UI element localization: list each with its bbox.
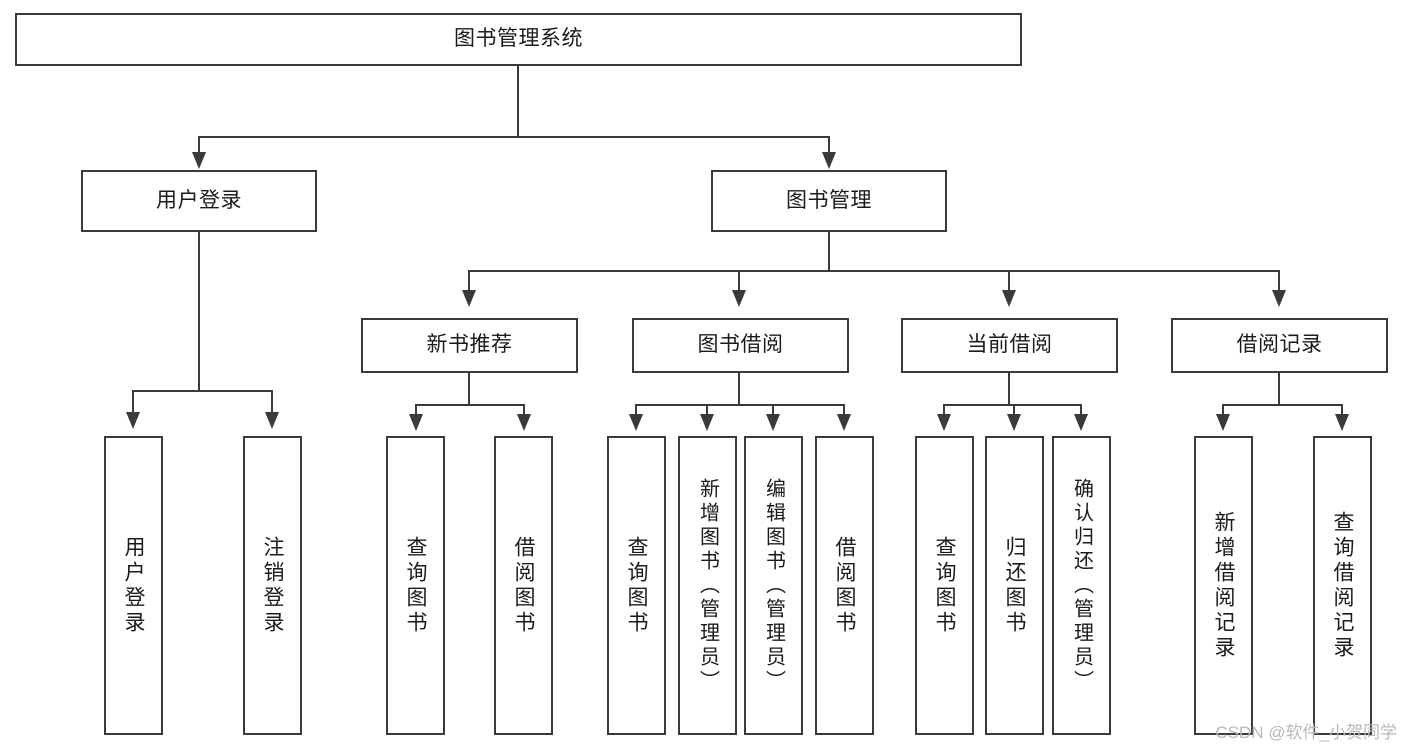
connector-borrow-record-bus: [1222, 404, 1342, 406]
arrowhead-bb-to-leaf-3: [766, 414, 780, 431]
node-label: 新书推荐: [426, 333, 513, 357]
node-label: 当前借阅: [966, 333, 1053, 357]
connector-user-login-to-leaf-2: [271, 390, 273, 414]
node-label: 图书借阅: [697, 333, 784, 357]
node-label: 借阅图书: [512, 535, 535, 636]
node-label: 借阅图书: [833, 535, 856, 636]
connector-new-book-to-leaf-1: [415, 404, 417, 416]
connector-cb-to-leaf-2: [1013, 404, 1015, 416]
connector-bm-to-current-borrow: [1008, 270, 1010, 292]
connector-bm-to-borrow-record: [1278, 270, 1280, 292]
connector-root-to-book-management: [828, 136, 830, 154]
arrowhead-cb-to-leaf-3: [1074, 414, 1088, 431]
node-label: 归还图书: [1003, 535, 1026, 636]
connector-bb-to-leaf-2: [706, 404, 708, 416]
leaf-borrow-book[interactable]: 借阅图书: [815, 436, 874, 735]
connector-book-borrow-bus: [635, 404, 844, 406]
node-label: 新增图书（管理员）: [696, 477, 719, 694]
arrowhead-cb-to-leaf-2: [1007, 414, 1021, 431]
node-book-management[interactable]: 图书管理: [711, 170, 947, 232]
connector-book-management-bus: [468, 270, 1280, 272]
node-label: 查询借阅记录: [1331, 510, 1354, 661]
leaf-add-book-admin[interactable]: 新增图书（管理员）: [678, 436, 737, 735]
connector-new-book-stem: [468, 373, 470, 405]
node-user-login[interactable]: 用户登录: [81, 170, 317, 232]
node-label: 用户登录: [156, 188, 242, 212]
node-label: 查询图书: [625, 535, 648, 636]
node-label: 查询图书: [404, 535, 427, 636]
connector-br-to-leaf-1: [1222, 404, 1224, 416]
leaf-query-book-current[interactable]: 查询图书: [915, 436, 974, 735]
node-label: 注销登录: [261, 535, 284, 636]
node-label: 图书管理: [786, 188, 872, 212]
connector-book-borrow-stem: [738, 373, 740, 405]
leaf-confirm-return-admin[interactable]: 确认归还（管理员）: [1052, 436, 1111, 735]
node-current-borrow[interactable]: 当前借阅: [901, 318, 1118, 373]
connector-bm-to-book-borrow: [738, 270, 740, 292]
arrowhead-new-book-to-leaf-2: [517, 414, 531, 431]
arrowhead-bb-to-leaf-4: [837, 414, 851, 431]
leaf-query-book-borrow[interactable]: 查询图书: [607, 436, 666, 735]
node-label: 查询图书: [933, 535, 956, 636]
node-new-book-recommend[interactable]: 新书推荐: [361, 318, 578, 373]
leaf-return-book[interactable]: 归还图书: [985, 436, 1044, 735]
arrowhead-cb-to-leaf-1: [937, 414, 951, 431]
connector-bb-to-leaf-4: [843, 404, 845, 416]
arrowhead-br-to-leaf-2: [1335, 414, 1349, 431]
connector-cb-to-leaf-3: [1080, 404, 1082, 416]
connector-user-login-stem: [198, 232, 200, 391]
arrowhead-bb-to-leaf-1: [629, 414, 643, 431]
arrowhead-bm-to-current-borrow: [1002, 290, 1016, 307]
node-label: 编辑图书（管理员）: [762, 477, 785, 694]
connector-bm-to-new-book: [468, 270, 470, 292]
leaf-edit-book-admin[interactable]: 编辑图书（管理员）: [744, 436, 803, 735]
connector-user-login-bus: [132, 390, 272, 392]
arrowhead-new-book-to-leaf-1: [409, 414, 423, 431]
connector-root-bus: [198, 136, 830, 138]
node-label: 用户登录: [122, 535, 145, 636]
leaf-query-book-recommend[interactable]: 查询图书: [386, 436, 445, 735]
leaf-query-borrow-record[interactable]: 查询借阅记录: [1313, 436, 1372, 735]
node-book-borrow[interactable]: 图书借阅: [632, 318, 849, 373]
arrowhead-bb-to-leaf-2: [700, 414, 714, 431]
node-label: 确认归还（管理员）: [1070, 477, 1093, 694]
leaf-borrow-book-recommend[interactable]: 借阅图书: [494, 436, 553, 735]
leaf-user-login[interactable]: 用户登录: [104, 436, 163, 735]
connector-current-borrow-stem: [1008, 373, 1010, 405]
connector-current-borrow-bus: [943, 404, 1081, 406]
connector-cb-to-leaf-1: [943, 404, 945, 416]
arrowhead-user-login-to-leaf-2: [265, 412, 279, 429]
arrowhead-root-to-book-management: [822, 152, 836, 169]
arrowhead-bm-to-book-borrow: [732, 290, 746, 307]
arrowhead-br-to-leaf-1: [1216, 414, 1230, 431]
connector-br-to-leaf-2: [1341, 404, 1343, 416]
node-root-book-management-system[interactable]: 图书管理系统: [15, 13, 1022, 66]
connector-book-management-stem: [828, 232, 830, 271]
connector-new-book-to-leaf-2: [523, 404, 525, 416]
connector-root-to-user-login: [198, 136, 200, 154]
node-borrow-record[interactable]: 借阅记录: [1171, 318, 1388, 373]
node-label: 新增借阅记录: [1212, 510, 1235, 661]
connector-bb-to-leaf-3: [772, 404, 774, 416]
connector-bb-to-leaf-1: [635, 404, 637, 416]
leaf-logout[interactable]: 注销登录: [243, 436, 302, 735]
arrowhead-bm-to-borrow-record: [1272, 290, 1286, 307]
node-label: 图书管理系统: [454, 27, 583, 51]
connector-new-book-bus: [415, 404, 525, 406]
connector-user-login-to-leaf-1: [132, 390, 134, 414]
node-label: 借阅记录: [1236, 333, 1323, 357]
arrowhead-bm-to-new-book: [462, 290, 476, 307]
connector-root-stem: [517, 66, 519, 137]
arrowhead-root-to-user-login: [192, 152, 206, 169]
arrowhead-user-login-to-leaf-1: [126, 412, 140, 429]
connector-borrow-record-stem: [1278, 373, 1280, 405]
leaf-add-borrow-record[interactable]: 新增借阅记录: [1194, 436, 1253, 735]
